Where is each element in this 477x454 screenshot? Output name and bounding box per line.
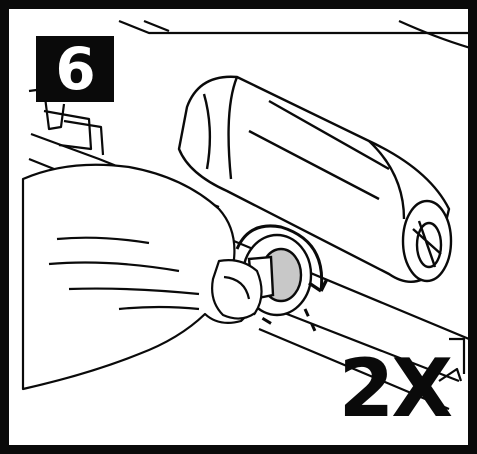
repeat-count-label: 2X	[338, 342, 453, 435]
instruction-illustration	[21, 19, 468, 411]
step-number-badge: 6	[36, 36, 114, 102]
housing-edge-icon	[118, 19, 468, 49]
hand-icon	[21, 163, 263, 391]
cylinder-roller-icon	[177, 75, 453, 283]
